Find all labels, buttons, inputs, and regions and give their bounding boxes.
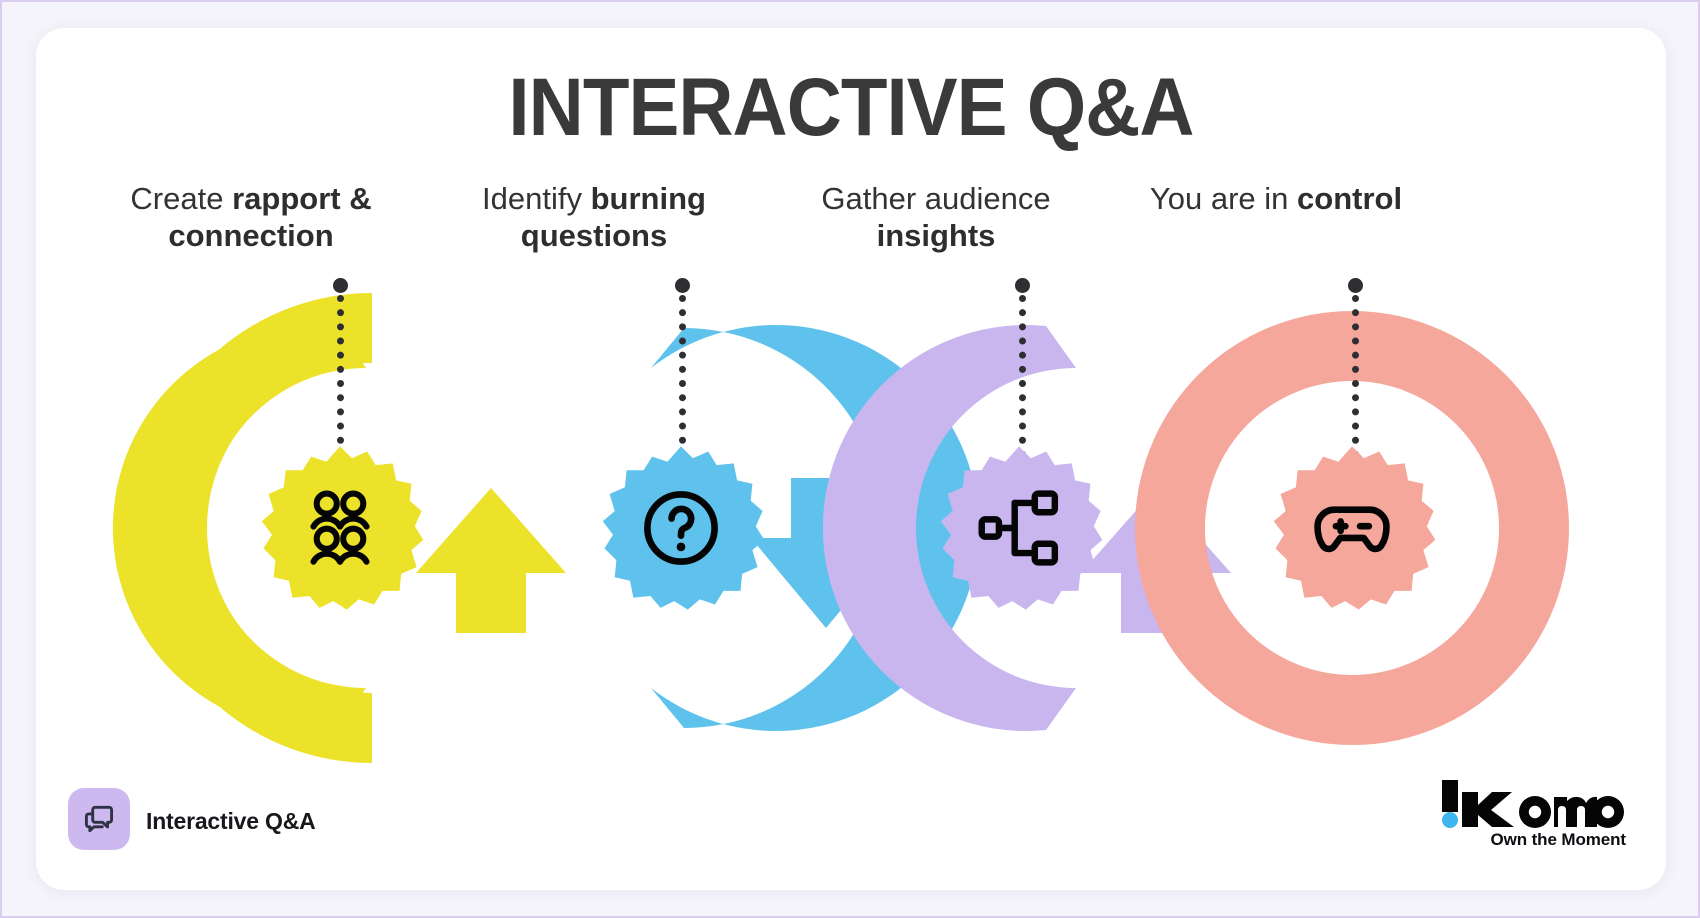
scallop-shape-4	[1273, 446, 1436, 610]
hierarchy-network-icon	[969, 478, 1069, 578]
arrow-down-2	[751, 478, 901, 628]
connector-dot-1	[333, 278, 348, 293]
connector-line-3	[1013, 278, 1031, 458]
connector-dot-4	[1348, 278, 1363, 293]
step-caption-4: You are in control	[1111, 180, 1441, 217]
connector-dot-3	[1015, 278, 1030, 293]
scallop-shape-3	[940, 446, 1103, 610]
komo-logo-mark	[1442, 780, 1624, 828]
footer-app-badge[interactable]	[68, 788, 130, 850]
question-mark-circle-icon	[631, 478, 731, 578]
komo-wordmark	[1436, 780, 1626, 828]
connector-dashes-2	[679, 295, 686, 458]
people-group-icon	[290, 478, 390, 578]
step-caption-2: Identify burning questions	[429, 180, 759, 254]
connector-line-1	[331, 278, 349, 458]
step-caption-1-regular: Create	[130, 181, 233, 216]
connector-dashes-4	[1352, 295, 1359, 458]
connector-dashes-1	[337, 295, 344, 458]
arrow-up-1	[416, 488, 566, 633]
step-caption-3: Gather audience insights	[771, 180, 1101, 254]
connector-line-2	[673, 278, 691, 458]
step-caption-2-bold: burning questions	[520, 181, 706, 253]
step-badge-4[interactable]	[1267, 443, 1437, 613]
step-badge-1[interactable]	[255, 443, 425, 613]
komo-dot	[1442, 812, 1458, 828]
komo-tagline: Own the Moment	[1490, 830, 1626, 849]
komo-logo: Own the Moment	[1426, 780, 1626, 850]
footer-app-label: Interactive Q&A	[146, 808, 316, 834]
page-title: INTERACTIVE Q&A	[508, 62, 1194, 153]
step-caption-4-regular: You are in	[1149, 181, 1298, 216]
step-caption-1: Create rapport & connection	[86, 180, 416, 254]
step-badge-3[interactable]	[934, 443, 1104, 613]
connector-dot-2	[675, 278, 690, 293]
step-caption-2-regular: Identify	[482, 181, 591, 216]
connector-line-4	[1346, 278, 1364, 458]
infographic-card: INTERACTIVE Q&A Create rapport & connect…	[36, 28, 1666, 890]
step-badge-2[interactable]	[596, 443, 766, 613]
gamepad-controller-icon	[1302, 478, 1402, 578]
connector-dashes-3	[1019, 295, 1026, 458]
step-caption-1-bold: rapport & connection	[168, 181, 372, 253]
step-caption-3-bold: insights	[876, 218, 996, 253]
speech-bubbles-icon	[84, 805, 114, 833]
step-caption-4-bold: control	[1297, 181, 1403, 216]
step-caption-3-regular: Gather audience	[821, 181, 1051, 216]
